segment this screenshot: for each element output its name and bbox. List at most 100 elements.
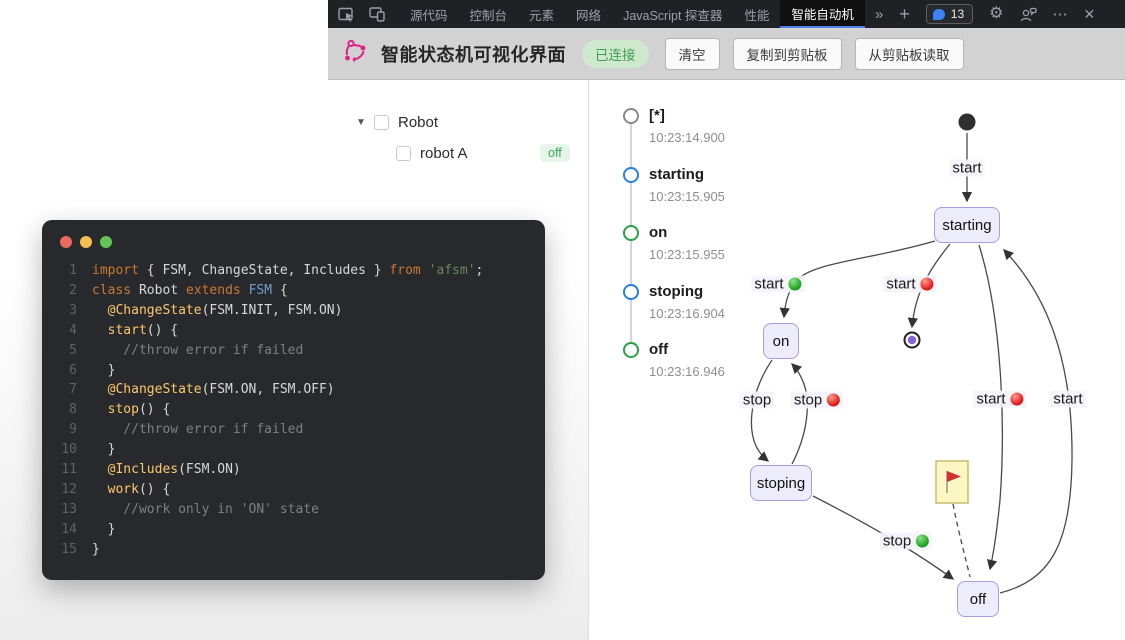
timeline-dot xyxy=(623,166,639,183)
state-node-stoping: stoping xyxy=(750,465,812,501)
transition-label: stop xyxy=(739,391,775,409)
devtools-tab[interactable]: 智能自动机 xyxy=(780,0,865,28)
transition-label: start xyxy=(751,275,805,293)
line-number: 9 xyxy=(69,422,77,438)
code-line: 4 start() { xyxy=(60,321,545,341)
code-line: 3 @ChangeState(FSM.INIT, FSM.ON) xyxy=(60,301,545,321)
robot-checkbox[interactable] xyxy=(374,114,389,130)
code-text: work() { xyxy=(107,481,171,497)
code-text: @Includes(FSM.ON) xyxy=(107,462,241,478)
timeline-state-label: [*] xyxy=(649,107,665,124)
code-text: } xyxy=(92,521,116,537)
line-number: 5 xyxy=(69,342,77,358)
timeline-timestamp: 10:23:15.905 xyxy=(649,188,725,204)
code-text: //work only in 'ON' state xyxy=(92,501,319,517)
toolbar-button[interactable]: 从剪贴板读取 xyxy=(854,37,964,70)
add-tab-icon[interactable]: + xyxy=(899,4,910,24)
toolbar-button[interactable]: 复制到剪贴板 xyxy=(732,37,842,70)
transition-label: stop xyxy=(879,532,933,550)
timeline-state-label: stoping xyxy=(649,282,704,300)
issues-badge[interactable]: 13 xyxy=(925,4,974,24)
inspect-element-icon[interactable] xyxy=(338,7,355,22)
timeline-dot xyxy=(623,108,639,124)
code-text: import { FSM, ChangeState, Includes } fr… xyxy=(92,263,484,278)
window-zoom-icon xyxy=(100,236,112,248)
close-devtools-icon[interactable]: ✕ xyxy=(1083,6,1096,22)
connection-status-badge: 已连接 xyxy=(582,39,649,68)
green-result-dot-icon xyxy=(788,277,802,291)
instance-tree: ▼ Robot robot A off xyxy=(356,110,600,165)
window-controls xyxy=(60,236,545,248)
code-line: 6 } xyxy=(60,361,545,381)
devtools-tab[interactable]: 网络 xyxy=(576,8,602,23)
devtools-tab[interactable]: 性能 xyxy=(744,8,770,23)
panel-title: 智能状态机可视化界面 xyxy=(381,44,566,65)
transition-label: start xyxy=(1050,390,1086,408)
devtools-tab[interactable]: JavaScript 探查器 xyxy=(623,8,723,23)
transition-label: start xyxy=(949,159,985,177)
devtools-tab[interactable]: 元素 xyxy=(529,8,555,23)
state-badge: off xyxy=(540,144,570,162)
toolbar-button[interactable]: 清空 xyxy=(664,37,720,70)
tree-row-robot: ▼ Robot xyxy=(356,110,600,134)
code-text: class Robot extends FSM { xyxy=(92,282,288,298)
code-line: 5 //throw error if failed xyxy=(60,341,545,361)
more-menu-icon[interactable]: ⋯ xyxy=(1052,5,1068,23)
green-result-dot-icon xyxy=(916,534,930,548)
code-line: 13 //work only in 'ON' state xyxy=(60,500,545,520)
code-line: 8 stop() { xyxy=(60,400,545,420)
line-number: 12 xyxy=(61,481,77,497)
state-machine-logo-icon xyxy=(342,38,369,70)
code-line: 7 @ChangeState(FSM.ON, FSM.OFF) xyxy=(60,380,545,400)
robot-a-checkbox[interactable] xyxy=(396,145,411,161)
code-line: 14 } xyxy=(60,520,545,540)
feedback-people-icon[interactable] xyxy=(1020,7,1037,22)
devtools-tabbar: 源代码 控制台 元素 网络 JavaScript 探查器 性能智能自动机 » + 13 ⚙… xyxy=(328,0,1125,28)
timeline-state-label: on xyxy=(649,224,668,242)
timeline-dot xyxy=(623,283,639,300)
window-close-icon xyxy=(60,236,72,248)
devtools-tabs: 源代码 控制台 元素 网络 JavaScript 探查器 性能智能自动机 xyxy=(399,0,865,28)
red-result-dot-icon xyxy=(1010,392,1024,406)
device-toolbar-icon[interactable] xyxy=(369,6,385,22)
code-line: 9 //throw error if failed xyxy=(60,420,545,440)
transition-label: start xyxy=(883,275,937,293)
code-text: @ChangeState(FSM.ON, FSM.OFF) xyxy=(107,382,335,398)
issues-count: 13 xyxy=(950,7,965,21)
tab-overflow-icon[interactable]: » xyxy=(874,5,884,23)
devtools-tab[interactable]: 源代码 xyxy=(410,8,448,23)
line-number: 10 xyxy=(61,442,77,458)
timeline-state-label: off xyxy=(649,341,669,359)
line-number: 15 xyxy=(61,541,77,557)
panel-background xyxy=(588,80,1125,640)
tree-row-robot-a: robot A off xyxy=(390,141,600,165)
code-line: 11 @Includes(FSM.ON) xyxy=(60,460,545,480)
timeline-timestamp: 10:23:16.946 xyxy=(649,364,725,380)
code-window: 1 import { FSM, ChangeState, Includes } f… xyxy=(42,220,545,580)
line-number: 11 xyxy=(61,462,77,478)
tree-child-label: robot A xyxy=(420,144,468,162)
code-listing: 1 import { FSM, ChangeState, Includes } f… xyxy=(60,261,545,560)
toolbar-buttons: 清空复制到剪贴板从剪贴板读取 xyxy=(664,37,964,70)
devtools-tab[interactable]: 控制台 xyxy=(469,8,508,23)
code-text: //throw error if failed xyxy=(92,342,304,358)
expand-caret-icon[interactable]: ▼ xyxy=(356,116,366,128)
issues-bubble-icon xyxy=(932,8,945,20)
line-number: 8 xyxy=(69,402,77,418)
timeline-dot xyxy=(623,225,639,242)
timeline-timestamp: 10:23:15.955 xyxy=(649,247,725,263)
line-number: 7 xyxy=(69,382,77,398)
timeline-dot xyxy=(623,342,639,359)
line-number: 1 xyxy=(69,263,77,278)
window-minimize-icon xyxy=(80,236,92,248)
code-text: } xyxy=(92,442,116,458)
code-text: } xyxy=(92,362,116,378)
line-number: 3 xyxy=(69,302,77,318)
state-node-off: off xyxy=(957,581,999,617)
code-text: start() { xyxy=(107,322,179,338)
line-number: 4 xyxy=(69,322,77,338)
pane-divider xyxy=(588,80,589,640)
settings-gear-icon[interactable]: ⚙ xyxy=(989,5,1004,22)
